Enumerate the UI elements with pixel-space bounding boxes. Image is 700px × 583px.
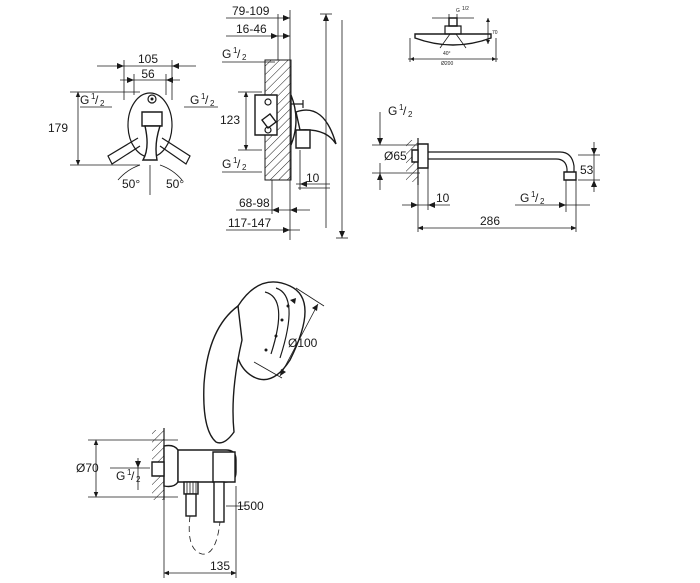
svg-text:1: 1 [233, 156, 238, 165]
svg-text:G: G [520, 191, 529, 205]
svg-text:G: G [116, 469, 125, 483]
svg-text:G: G [80, 93, 89, 107]
svg-text:/: / [131, 469, 135, 483]
svg-text:1: 1 [91, 92, 96, 101]
hand-shower-set-view: Ø100 Ø70 G 1 / 2 [76, 281, 325, 578]
shower-arm-view: G 1 / 2 Ø65 53 10 [372, 103, 600, 232]
hand-shower-head [237, 281, 306, 381]
hose-path [188, 515, 221, 555]
dim-105-label: 105 [138, 52, 158, 66]
dim-16-46-label: 16-46 [236, 22, 267, 36]
svg-text:/: / [237, 47, 241, 61]
svg-text:G: G [222, 47, 231, 61]
outlet-thread-label: G 1 / 2 [110, 458, 150, 490]
svg-text:2: 2 [408, 110, 413, 119]
svg-text:1/2: 1/2 [462, 6, 469, 12]
hand-shower-diameter-label: Ø100 [288, 336, 318, 350]
head-thread-label: G [456, 8, 460, 14]
angle-left-label: 50° [122, 177, 140, 191]
arm-thread-end-label: G 1 / 2 [515, 180, 590, 212]
svg-text:1: 1 [233, 46, 238, 55]
svg-text:/: / [95, 93, 99, 107]
svg-text:/: / [237, 157, 241, 171]
mixer-handle [141, 111, 163, 127]
arm-outlet [563, 171, 577, 181]
svg-text:1: 1 [531, 190, 536, 199]
dim-123-label: 123 [220, 113, 240, 127]
valve-body [254, 94, 278, 136]
svg-text:1: 1 [399, 103, 404, 112]
svg-text:2: 2 [242, 163, 247, 172]
arm-length-label: 286 [480, 214, 500, 228]
dim-79-109-label: 79-109 [232, 4, 270, 18]
svg-text:G: G [388, 104, 397, 118]
dim-179-label: 179 [48, 121, 68, 135]
svg-text:1: 1 [127, 468, 132, 477]
dim-117-147-label: 117-147 [228, 216, 271, 230]
svg-text:1: 1 [201, 92, 206, 101]
outlet-diameter-label: Ø70 [76, 461, 99, 475]
angle-right-label: 50° [166, 177, 184, 191]
svg-text:G: G [190, 93, 199, 107]
mixer-front-view: 105 56 179 G 1 / 2 G 1 / 2 [48, 52, 218, 195]
holder-stem [213, 481, 225, 523]
svg-text:2: 2 [210, 99, 215, 108]
svg-text:G: G [222, 157, 231, 171]
arm-thread-top-label: G 1 / 2 [372, 103, 420, 146]
diverter-knob [147, 94, 157, 104]
dim-10-label: 10 [306, 171, 320, 185]
thread-label-right: G 1 / 2 [184, 92, 218, 108]
mixer-side-view: 79-109 16-46 G 1 / 2 123 G 1 / 2 [220, 4, 348, 240]
svg-text:2: 2 [100, 99, 105, 108]
head-diameter-label: Ø200 [441, 61, 453, 67]
arm-drop-label: 53 [580, 163, 594, 177]
svg-text:2: 2 [136, 475, 141, 484]
arm-flange [417, 143, 429, 169]
head-shower-view: G 1/2 40° Ø200 70 [408, 6, 498, 67]
side-thread-bottom-label: G 1 / 2 [222, 156, 262, 173]
svg-text:2: 2 [242, 53, 247, 62]
outlet-elbow-flange [163, 444, 179, 488]
set-width-label: 135 [210, 559, 230, 573]
arm-diameter-label: Ø65 [384, 149, 407, 163]
svg-text:/: / [403, 104, 407, 118]
thread-label-left: G 1 / 2 [80, 92, 112, 108]
mixer-lever [141, 125, 161, 161]
hand-shower-handle [203, 304, 243, 444]
svg-text:2: 2 [540, 197, 545, 206]
hose-length-label: 1500 [237, 499, 264, 513]
head-shower-plate [414, 33, 492, 46]
arm-offset-label: 10 [436, 191, 450, 205]
head-angle-label: 40° [443, 51, 451, 57]
dim-68-98-label: 68-98 [239, 196, 270, 210]
svg-text:/: / [535, 191, 539, 205]
dim-56-label: 56 [141, 67, 155, 81]
head-height-label: 70 [492, 30, 498, 36]
svg-text:/: / [205, 93, 209, 107]
